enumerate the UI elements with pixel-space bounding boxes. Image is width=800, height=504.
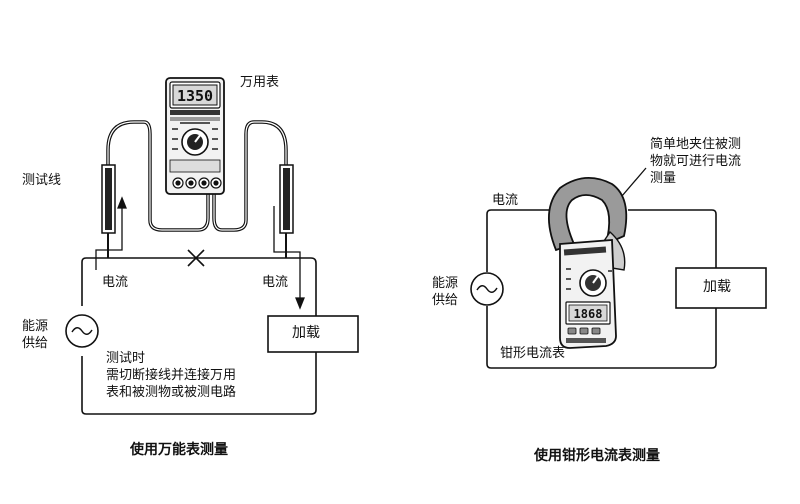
left-source-label: 能源 供给 bbox=[22, 319, 49, 351]
clamp-meter-label: 钳形电流表 bbox=[500, 346, 566, 361]
test-lead-wires-inner bbox=[107, 121, 287, 231]
clamp-meter-device: 1868 bbox=[547, 177, 628, 349]
left-load-box bbox=[267, 315, 359, 353]
left-current-label-right: 电流 bbox=[262, 275, 289, 290]
left-probe bbox=[101, 164, 116, 258]
right-circuit-wire bbox=[486, 209, 717, 369]
left-current-label-left: 电流 bbox=[102, 275, 129, 290]
test-lead-label: 测试线 bbox=[22, 173, 62, 188]
right-load-label: 加载 bbox=[703, 279, 731, 295]
multimeter-label: 万用表 bbox=[240, 75, 280, 90]
right-circuit bbox=[486, 209, 717, 369]
right-source-label: 能源 供给 bbox=[432, 276, 459, 308]
left-ac-source-icon bbox=[65, 314, 99, 348]
multimeter-jacks bbox=[172, 177, 222, 189]
left-load-label: 加载 bbox=[292, 325, 320, 341]
right-ac-source-icon bbox=[470, 272, 504, 306]
left-circuit-wire bbox=[81, 257, 317, 415]
multimeter-reading: 1350 bbox=[177, 87, 213, 105]
right-probe bbox=[279, 164, 294, 258]
left-current-arrow-up bbox=[95, 196, 127, 270]
right-caption: 使用钳形电流表测量 bbox=[534, 448, 660, 464]
left-current-arrow-down bbox=[273, 206, 305, 310]
left-test-note: 测试时 需切断接线并连接万用 表和被测物或被测电路 bbox=[106, 351, 237, 400]
right-load-box bbox=[675, 267, 767, 309]
left-circuit bbox=[81, 257, 317, 415]
left-caption: 使用万能表测量 bbox=[130, 442, 228, 458]
multimeter-device: 1350 bbox=[165, 77, 225, 195]
right-current-label: 电流 bbox=[492, 193, 519, 208]
clamp-meter-reading: 1868 bbox=[574, 307, 603, 321]
wire-cut-mark bbox=[187, 249, 205, 267]
clamp-callout-note: 简单地夹住被测 物就可进行电流 测量 bbox=[650, 137, 742, 186]
clamp-callout-leader bbox=[621, 167, 647, 197]
